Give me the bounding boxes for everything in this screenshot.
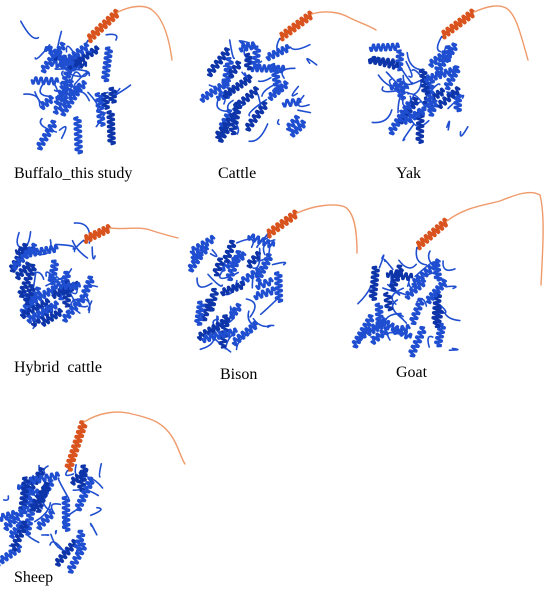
label-sheep: Sheep (14, 569, 54, 586)
structure-panel-hybrid-cattle (9, 200, 190, 355)
structure-panel-buffalo (10, 0, 190, 160)
protein-structure-hybrid-cattle (9, 222, 179, 330)
label-goat: Goat (396, 364, 428, 381)
structure-panel-bison (185, 195, 370, 360)
protein-structure-sheep (0, 411, 186, 574)
protein-structure-buffalo (20, 5, 173, 155)
protein-structure-bison (187, 204, 358, 353)
structure-panel-yak (367, 0, 550, 160)
protein-structure-yak (367, 5, 529, 144)
label-cattle: Cattle (218, 165, 257, 182)
structure-panel-goat (351, 185, 550, 360)
label-hybrid-cattle: Hybrid cattle (14, 359, 102, 376)
label-bison: Bison (220, 366, 258, 383)
label-buffalo: Buffalo_this study (14, 165, 133, 182)
label-yak: Yak (396, 165, 422, 182)
protein-structure-goat (351, 191, 544, 358)
structure-panel-cattle (199, 0, 380, 160)
structure-panel-sheep (0, 392, 200, 574)
protein-structure-cattle (199, 10, 377, 143)
